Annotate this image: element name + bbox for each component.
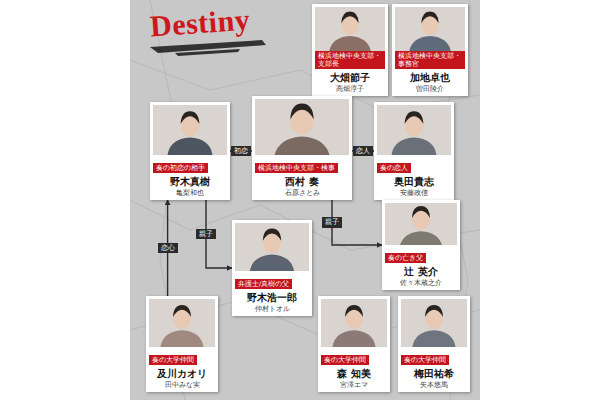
character-name: 野木浩一郎 [235, 292, 309, 305]
character-card: 横浜地検中央支部・支部長大畑節子高畑淳子 [312, 4, 388, 96]
portrait-photo [149, 299, 215, 347]
portrait-photo [401, 299, 467, 347]
photo-frame [395, 7, 465, 51]
role-tag: 奏の大学仲間 [401, 355, 449, 365]
character-card: 横浜地検中央支部・事務官加地卓也曽田陵介 [392, 4, 468, 96]
relation-label: 親子 [196, 229, 216, 239]
character-card: 弁護士/真樹の父野木浩一郎仲村トオル [232, 220, 312, 316]
character-name: 及川カオリ [149, 368, 215, 381]
relation-label: 親子 [322, 217, 342, 227]
actor-name: 仲村トオル [235, 305, 309, 313]
role-tag: 横浜地検中央支部・支部長 [315, 51, 385, 69]
actor-name: 田中みな実 [149, 381, 215, 389]
actor-name: 石原さとみ [255, 189, 349, 197]
photo-frame [401, 299, 467, 347]
relation-label: 恋人 [353, 146, 373, 156]
portrait-photo [255, 99, 349, 155]
character-card: 奏の亡き父辻 英介佐々木蔵之介 [382, 200, 460, 290]
photo-frame [385, 203, 457, 245]
actor-name: 亀梨和也 [153, 189, 227, 197]
photo-frame [153, 105, 227, 155]
photo-frame [315, 7, 385, 51]
actor-name: 安藤政信 [377, 189, 451, 197]
relation-label: 初恋 [231, 146, 251, 156]
portrait-photo [321, 299, 387, 347]
character-card: 奏の恋人奥田貴志安藤政信 [374, 102, 454, 200]
actor-name: 矢本悠馬 [401, 381, 467, 389]
photo-frame [235, 223, 309, 271]
actor-name: 佐々木蔵之介 [385, 279, 457, 287]
portrait-photo [235, 223, 309, 271]
role-tag: 奏の大学仲間 [149, 355, 197, 365]
character-card: 奏の大学仲間森 知美宮澤エマ [318, 296, 390, 392]
character-name: 大畑節子 [315, 72, 385, 85]
character-name: 辻 英介 [385, 266, 457, 279]
photo-frame [255, 99, 349, 155]
portrait-photo [377, 105, 451, 155]
photo-frame [149, 299, 215, 347]
role-tag: 奏の恋人 [377, 163, 411, 173]
photo-frame [321, 299, 387, 347]
character-name: 加地卓也 [395, 72, 465, 85]
character-name: 森 知美 [321, 368, 387, 381]
actor-name: 宮澤エマ [321, 381, 387, 389]
relation-label: 恋心 [158, 243, 178, 253]
character-name: 梅田祐希 [401, 368, 467, 381]
character-name: 野木真樹 [153, 176, 227, 189]
character-card: 横浜地検中央支部・検事西村 奏石原さとみ [252, 96, 352, 200]
title-stamp: Destiny [149, 5, 251, 42]
portrait-photo [385, 203, 457, 245]
role-tag: 弁護士/真樹の父 [235, 279, 292, 289]
role-tag: 奏の初恋の相手 [153, 163, 208, 173]
portrait-photo [153, 105, 227, 155]
portrait-photo [395, 7, 465, 51]
character-card: 奏の大学仲間梅田祐希矢本悠馬 [398, 296, 470, 392]
role-tag: 横浜地検中央支部・事務官 [395, 51, 465, 69]
photo-frame [377, 105, 451, 155]
character-card: 奏の大学仲間及川カオリ田中みな実 [146, 296, 218, 392]
role-tag: 奏の大学仲間 [321, 355, 369, 365]
character-name: 西村 奏 [255, 176, 349, 189]
actor-name: 曽田陵介 [395, 85, 465, 93]
portrait-photo [315, 7, 385, 51]
role-tag: 奏の亡き父 [385, 253, 426, 263]
character-card: 奏の初恋の相手野木真樹亀梨和也 [150, 102, 230, 200]
role-tag: 横浜地検中央支部・検事 [255, 163, 338, 173]
character-name: 奥田貴志 [377, 176, 451, 189]
actor-name: 高畑淳子 [315, 85, 385, 93]
